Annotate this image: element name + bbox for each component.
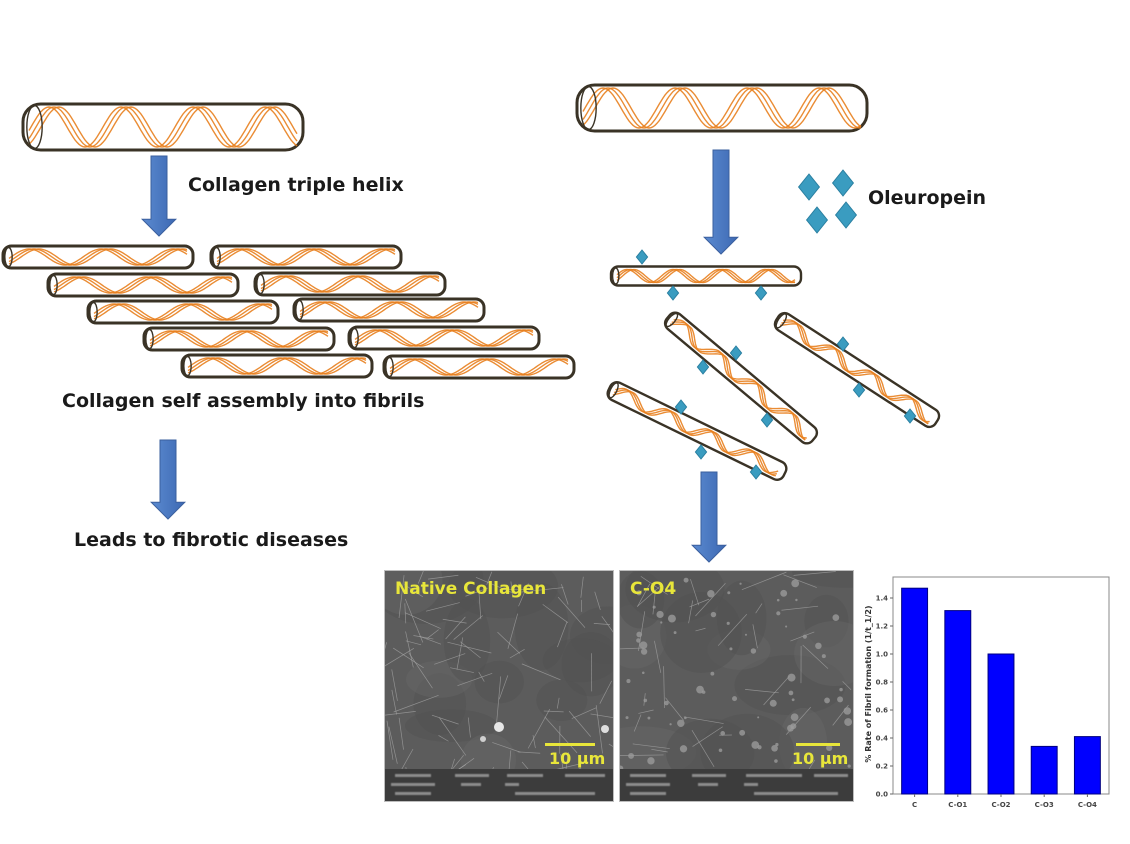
fibril-rate-chart: 0.0 0.2 0.4 0.6 0.8 1.0 1.2 1.4 C C-O1 C-O2 C-O3 C-… (855, 572, 1115, 822)
collagen-fibril-rod (382, 354, 576, 380)
arrow-down-icon (149, 439, 187, 520)
y-tick-label: 1.2 (876, 623, 889, 631)
collagen-fibril-rod (180, 353, 374, 379)
x-tick-label: C-O1 (948, 801, 967, 809)
collagen-triple-helix-rod (21, 102, 305, 152)
inhibited-rod (663, 311, 819, 445)
oleuropein-molecule-icon (760, 412, 774, 428)
oleuropein-icon (831, 169, 855, 197)
x-tick-label: C-O4 (1078, 801, 1097, 809)
arrow-down-icon (690, 471, 728, 563)
y-tick-label: 1.0 (876, 651, 889, 659)
oleuropein-molecule-icon (749, 464, 763, 480)
fibril-texture (385, 571, 613, 801)
bar-c-o4 (1073, 736, 1101, 795)
x-tick-label: C-O3 (1035, 801, 1054, 809)
y-tick-label: 0.0 (876, 791, 889, 799)
oleuropein-molecule-icon (852, 382, 866, 398)
sem-image-c-o4: C-O4 10 µm (619, 570, 854, 802)
bar-c-o3 (1030, 745, 1058, 795)
oleuropein-molecule-icon (696, 359, 710, 375)
oleuropein-label: Oleuropein (868, 187, 987, 209)
y-axis-label: % Rate of Fibril formation (1/t_1/2) (864, 605, 873, 762)
collagen-fibril-rod (142, 326, 336, 352)
fibrotic-diseases-label: Leads to fibrotic diseases (74, 529, 349, 551)
sem-image-native-collagen: Native Collagen 10 µm (384, 570, 614, 802)
collagen-fibril-rod (347, 325, 541, 351)
y-tick-label: 1.4 (876, 595, 889, 603)
oleuropein-icon (834, 201, 858, 229)
collagen-fibril-rod (86, 299, 280, 325)
bar-c-o1 (944, 610, 972, 795)
oleuropein-molecule-icon (836, 336, 850, 352)
sem-title: C-O4 (630, 579, 677, 599)
scale-bar (796, 743, 840, 746)
oleuropein-molecule-icon (635, 249, 649, 265)
x-tick-label: C-O2 (991, 801, 1010, 809)
collagen-fibril-rod (46, 272, 240, 298)
scale-label: 10 µm (549, 749, 606, 768)
y-tick-label: 0.2 (876, 763, 889, 771)
y-tick-label: 0.8 (876, 679, 889, 687)
inhibited-rod (606, 380, 788, 482)
oleuropein-molecule-icon (666, 285, 680, 301)
collagen-triple-helix-label: Collagen triple helix (188, 174, 404, 196)
y-tick-label: 0.6 (876, 707, 889, 715)
self-assembly-label: Collagen self assembly into fibrils (62, 390, 425, 412)
oleuropein-molecule-icon (694, 444, 708, 460)
sem-metadata-strip (620, 769, 853, 801)
inhibited-rod (609, 265, 803, 287)
bar-c (901, 587, 929, 795)
oleuropein-icon (805, 206, 829, 234)
collagen-fibril-rod (1, 244, 195, 270)
oleuropein-molecule-icon (674, 399, 688, 415)
scale-bar (545, 743, 595, 746)
y-tick-label: 0.4 (876, 735, 889, 743)
oleuropein-molecule-icon (903, 408, 917, 424)
sem-metadata-strip (385, 769, 613, 801)
sem-title: Native Collagen (395, 579, 547, 599)
collagen-triple-helix-rod-right (575, 83, 869, 133)
oleuropein-molecule-icon (729, 345, 743, 361)
collagen-fibril-rod (209, 244, 403, 270)
bar-c-o2 (987, 653, 1015, 795)
scale-label: 10 µm (792, 749, 849, 768)
oleuropein-icon (797, 173, 821, 201)
arrow-down-icon (140, 155, 178, 237)
collagen-fibril-rod (253, 271, 447, 297)
inhibited-rod (773, 311, 941, 429)
bar-chart-svg: 0.0 0.2 0.4 0.6 0.8 1.0 1.2 1.4 C C-O1 C-O2 C-O3 C-… (864, 576, 1110, 809)
x-tick-label: C (912, 801, 917, 809)
oleuropein-molecule-icon (754, 285, 768, 301)
collagen-fibril-rod (292, 297, 486, 323)
arrow-down-icon (702, 149, 740, 255)
